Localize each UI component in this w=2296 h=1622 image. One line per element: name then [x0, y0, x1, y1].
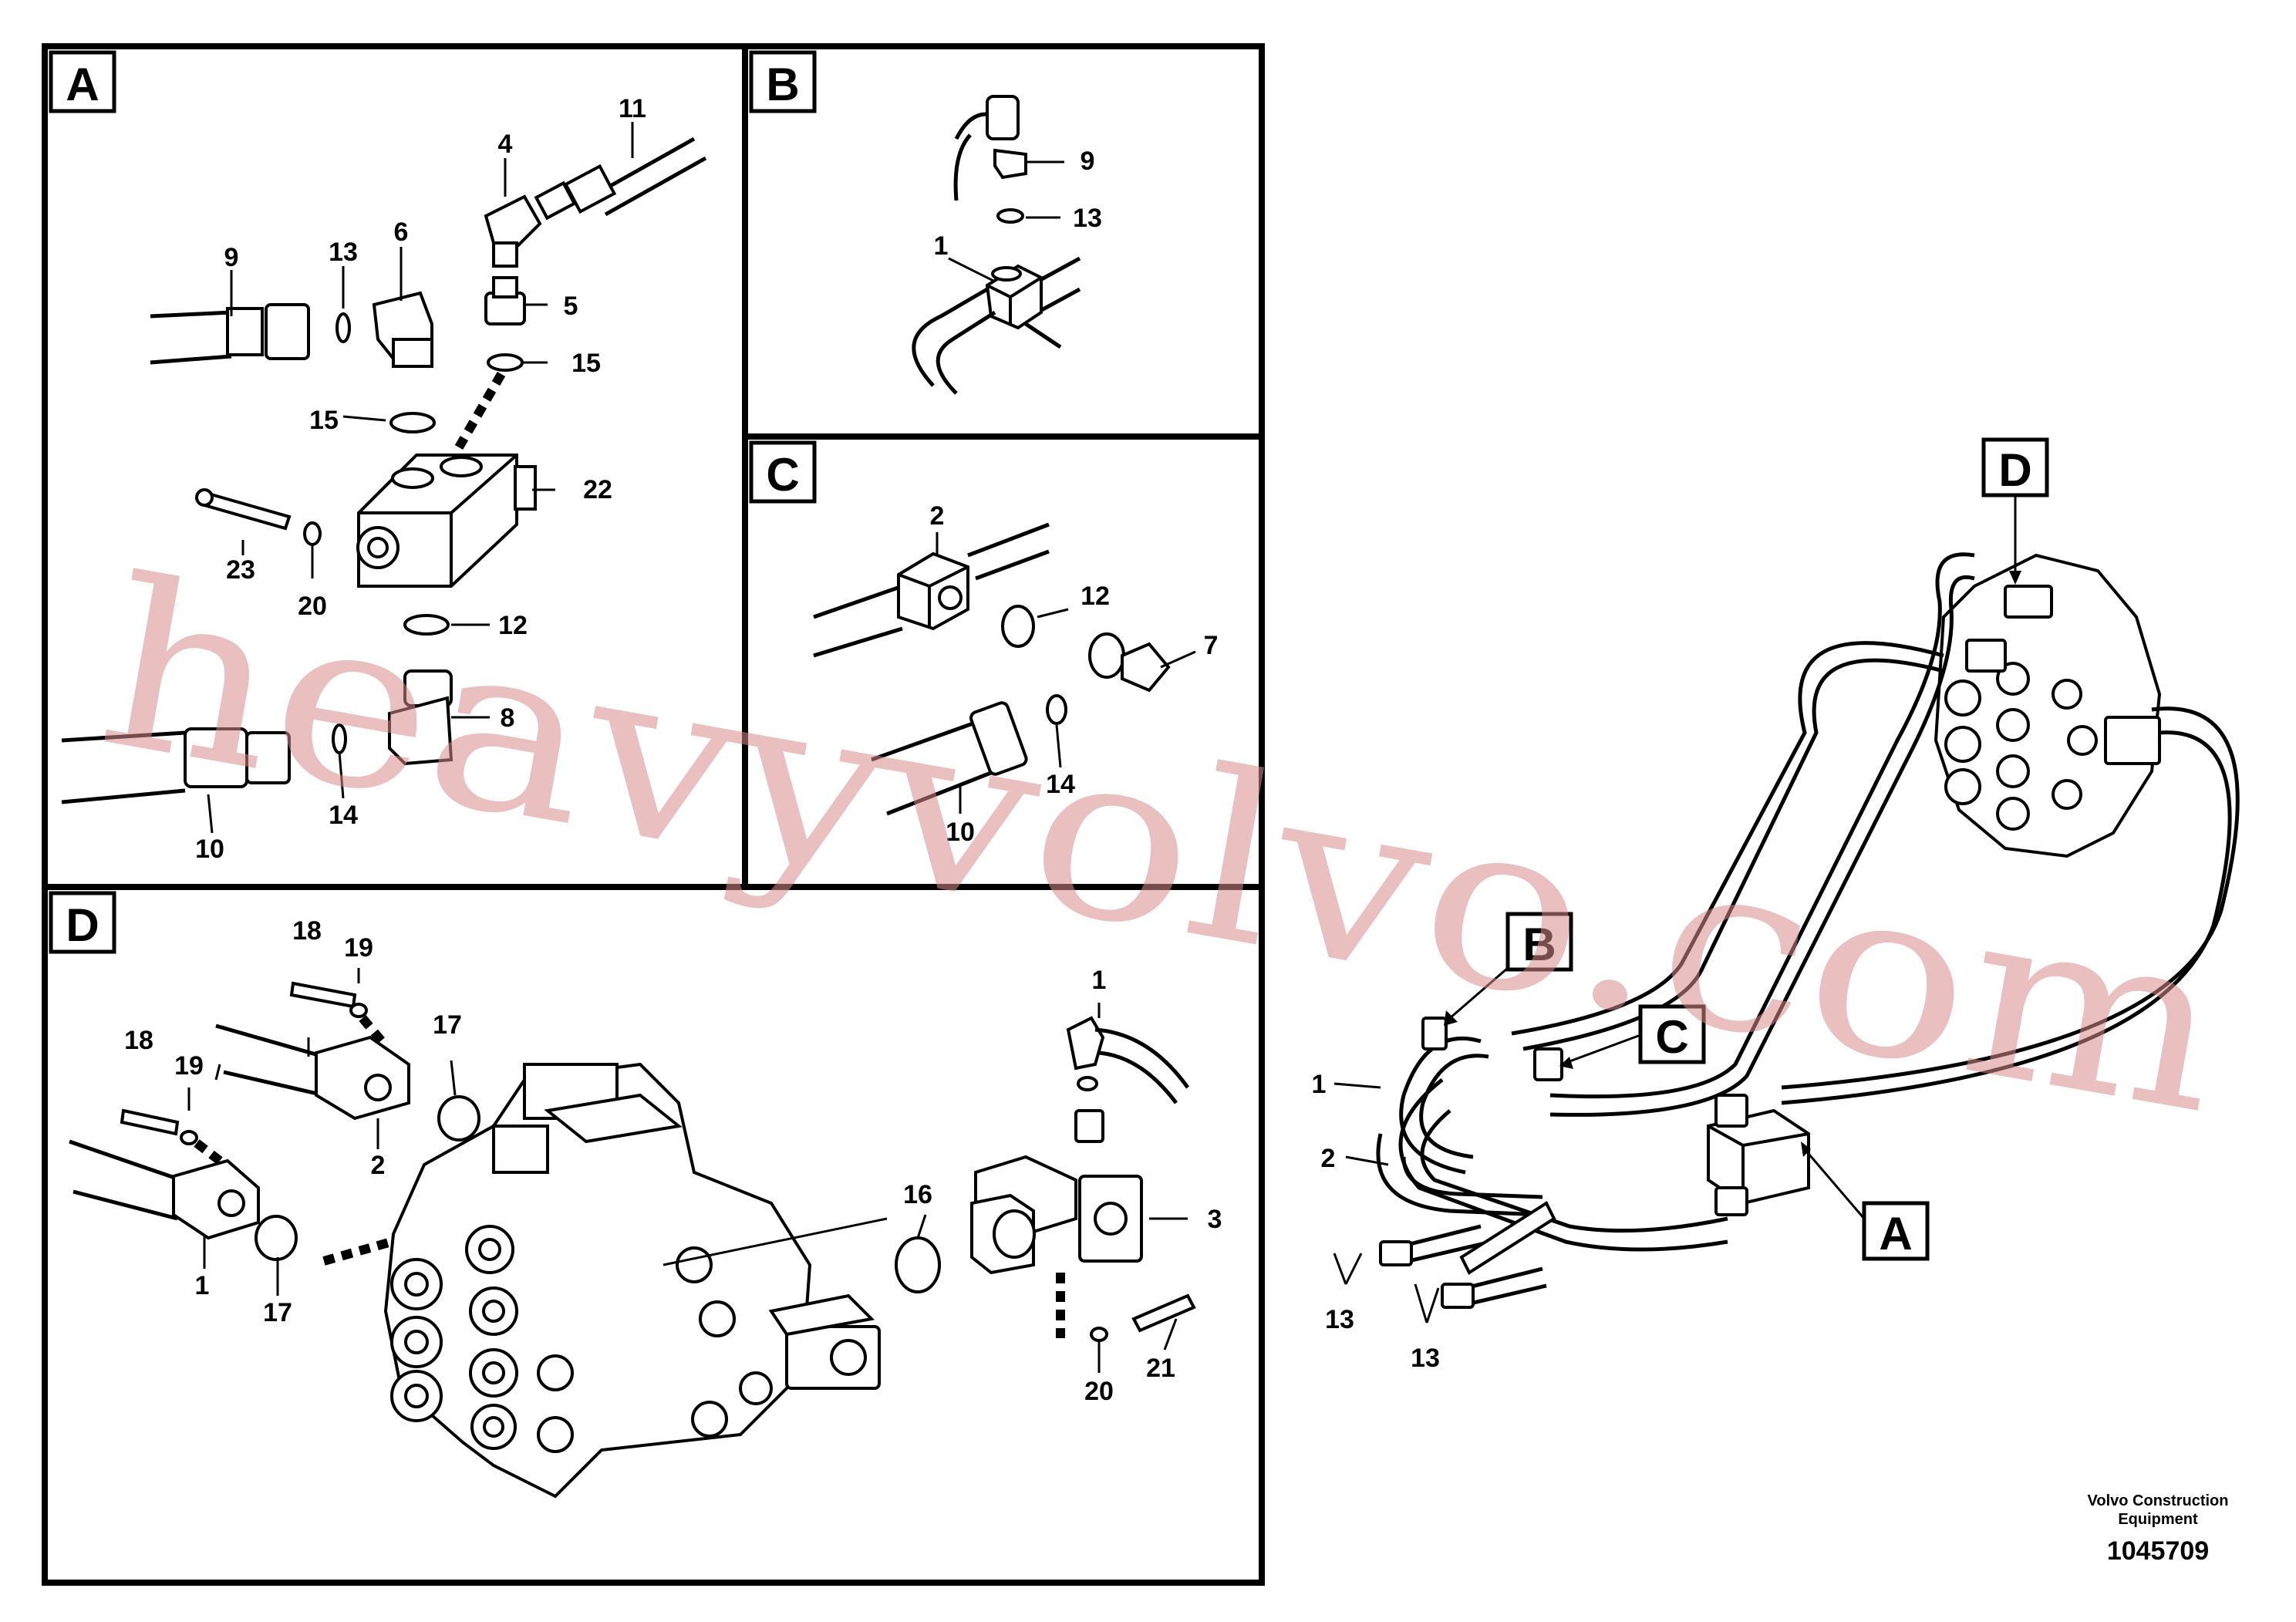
svg-text:22: 22 — [583, 475, 612, 504]
svg-text:8: 8 — [501, 703, 515, 733]
svg-text:20: 20 — [1084, 1377, 1114, 1406]
svg-text:4: 4 — [498, 130, 513, 159]
overview-tag-b: B — [1444, 912, 1573, 1026]
svg-text:13: 13 — [329, 238, 358, 267]
svg-text:1: 1 — [1092, 966, 1107, 995]
panel-c-tag: C — [749, 440, 817, 504]
svg-text:1: 1 — [1312, 1070, 1327, 1099]
svg-text:21: 21 — [1146, 1354, 1175, 1383]
document-number: 1045709 — [2107, 1536, 2209, 1566]
svg-text:D: D — [66, 899, 99, 951]
svg-text:14: 14 — [329, 801, 358, 830]
svg-text:19: 19 — [344, 933, 373, 963]
svg-text:2: 2 — [930, 501, 945, 531]
svg-text:1: 1 — [195, 1271, 210, 1300]
svg-text:7: 7 — [1204, 631, 1219, 660]
svg-text:2: 2 — [371, 1151, 386, 1180]
detail-frame — [42, 43, 1265, 1586]
svg-text:15: 15 — [309, 406, 339, 435]
svg-text:9: 9 — [1081, 147, 1095, 176]
svg-text:C: C — [1655, 1011, 1688, 1063]
panel-d-tag: D — [49, 891, 116, 954]
svg-text:12: 12 — [498, 611, 528, 640]
svg-text:15: 15 — [571, 349, 601, 378]
svg-text:18: 18 — [292, 916, 322, 946]
svg-text:C: C — [766, 449, 799, 501]
company-line-1: Volvo Construction — [2088, 1492, 2229, 1509]
panel-b: 9 13 1 — [912, 95, 1102, 395]
company-line-2: Equipment — [2118, 1511, 2198, 1528]
svg-text:10: 10 — [195, 835, 224, 864]
overview-tag-a: A — [1801, 1141, 1930, 1261]
footer: Volvo Construction Equipment 1045709 — [2088, 1492, 2229, 1566]
svg-text:B: B — [766, 59, 799, 110]
overview-tag-d: D — [1981, 437, 2049, 585]
panel-b-tag: B — [749, 50, 817, 113]
overview-tag-c: C — [1559, 1004, 1706, 1069]
svg-text:A: A — [66, 59, 99, 110]
overview-assembly: D B C A 1 2 13 13 — [1312, 437, 2240, 1373]
svg-text:17: 17 — [263, 1298, 292, 1327]
svg-text:16: 16 — [903, 1180, 932, 1209]
svg-text:13: 13 — [1073, 204, 1102, 233]
svg-text:A: A — [1879, 1208, 1912, 1259]
svg-text:17: 17 — [433, 1010, 462, 1040]
svg-text:D: D — [1998, 444, 2031, 496]
panel-d: 18 19 17 18 19 2 1 17 1 16 3 20 21 — [69, 916, 1222, 1499]
svg-text:9: 9 — [224, 243, 239, 272]
svg-text:18: 18 — [124, 1026, 153, 1055]
svg-text:1: 1 — [934, 231, 949, 261]
svg-text:2: 2 — [1321, 1144, 1336, 1173]
svg-text:10: 10 — [946, 818, 975, 847]
svg-text:6: 6 — [394, 218, 409, 247]
svg-text:23: 23 — [226, 555, 255, 585]
svg-text:13: 13 — [1411, 1344, 1440, 1373]
panel-c: 2 12 7 14 10 — [813, 501, 1219, 847]
svg-text:B: B — [1522, 919, 1556, 970]
svg-text:5: 5 — [564, 292, 578, 321]
svg-text:14: 14 — [1046, 770, 1075, 799]
svg-text:19: 19 — [174, 1051, 204, 1081]
panel-a-tag: A — [49, 50, 116, 113]
svg-text:13: 13 — [1325, 1305, 1354, 1334]
svg-text:11: 11 — [619, 94, 646, 123]
svg-text:3: 3 — [1208, 1205, 1222, 1234]
svg-text:12: 12 — [1081, 582, 1110, 611]
panel-a: 11 4 9 13 6 5 15 15 22 23 20 12 8 10 14 — [61, 94, 707, 864]
svg-text:20: 20 — [298, 592, 327, 621]
